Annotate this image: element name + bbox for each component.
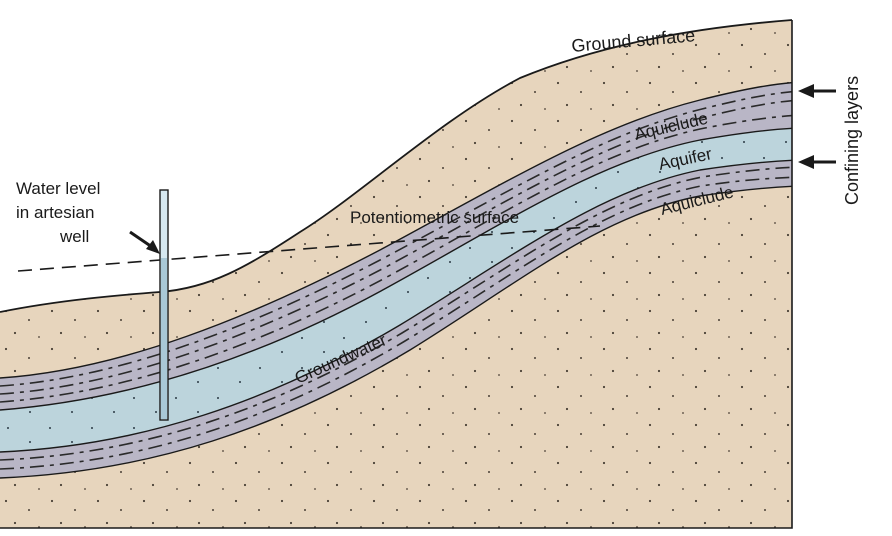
confining-arrow-lower: [798, 155, 836, 169]
potentiometric-surface-label: Potentiometric surface: [350, 208, 519, 227]
upper-aquiclude-dashes: [0, 90, 792, 403]
water-level-label-line1: Water level: [16, 179, 100, 198]
lower-aquiclude-band: [0, 160, 792, 478]
confining-arrow-upper: [798, 84, 836, 98]
lower-aquiclude-dashes: [0, 166, 792, 470]
band-outlines: [0, 81, 792, 479]
upper-aquiclude-band: [0, 82, 792, 410]
well-water: [161, 258, 167, 419]
water-level-arrow: [129, 230, 160, 254]
confining-layers-label: Confining layers: [842, 76, 862, 205]
ground-surface-line: [0, 19, 793, 313]
block-frame: [0, 20, 793, 529]
potentiometric-surface-line: [17, 225, 601, 272]
aquifer-dot-texture: [0, 128, 792, 452]
water-level-label-line2: in artesian: [16, 203, 94, 222]
water-level-label-line3: well: [59, 227, 89, 246]
